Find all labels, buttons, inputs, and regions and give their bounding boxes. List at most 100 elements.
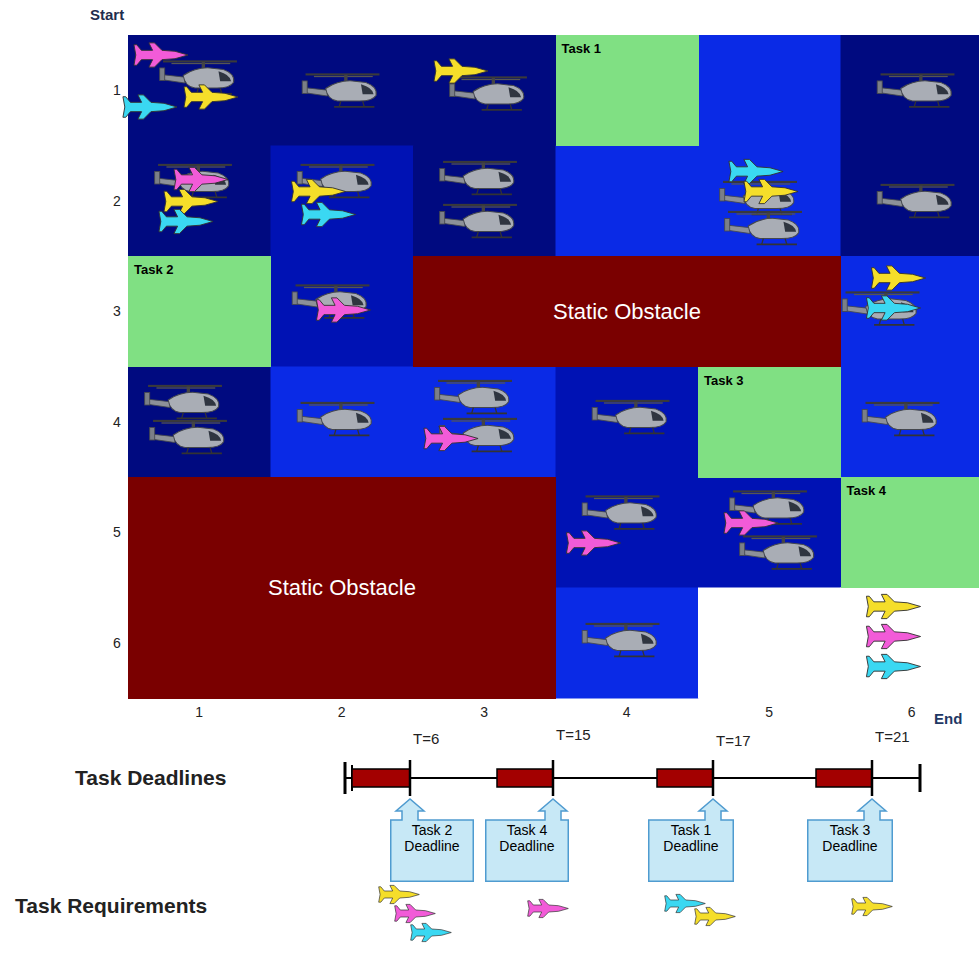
time-label: T=17 xyxy=(716,732,751,749)
task-cell: Task 2 xyxy=(128,256,271,367)
plane-icon xyxy=(866,654,920,678)
plane-icon xyxy=(379,885,420,903)
callout-shape xyxy=(649,799,734,881)
helicopter-icon xyxy=(862,402,939,436)
grid-cell xyxy=(271,146,414,257)
grid-cell xyxy=(698,477,841,588)
grid-cell xyxy=(413,367,556,478)
column-number: 6 xyxy=(908,704,916,720)
plane-icon xyxy=(744,179,798,203)
helicopter-icon xyxy=(877,184,954,218)
plane-icon xyxy=(301,202,355,226)
deadline-bar xyxy=(657,769,713,787)
obstacle-label: Static Obstacle xyxy=(553,299,701,324)
plane-icon xyxy=(866,296,920,320)
plane-icon xyxy=(159,209,213,233)
helicopter-icon xyxy=(440,204,517,238)
helicopter-icon xyxy=(720,181,797,215)
grid-cell xyxy=(413,146,556,257)
grid-cell xyxy=(841,146,979,257)
task-cell: Task 3 xyxy=(698,367,841,478)
task-label: Task 2 xyxy=(134,263,174,278)
plane-icon xyxy=(184,85,238,109)
callout-text: Task 4 Deadline xyxy=(489,822,565,854)
deadline-callout: Task 4 Deadline xyxy=(485,798,569,882)
plane-icon xyxy=(528,899,569,917)
helicopter-icon xyxy=(450,76,527,110)
plane-icon xyxy=(871,266,925,290)
helicopter-icon xyxy=(440,161,517,195)
helicopter-icon xyxy=(297,402,374,436)
column-number: 2 xyxy=(338,704,346,720)
plane-icon xyxy=(724,511,778,535)
plane-icon xyxy=(566,531,620,555)
callout-shape xyxy=(486,799,569,881)
column-number: 5 xyxy=(765,704,773,720)
grid-cell xyxy=(271,256,414,367)
helicopter-icon xyxy=(150,420,227,454)
grid-cell xyxy=(841,256,979,367)
row-number: 2 xyxy=(113,193,121,209)
helicopter-icon xyxy=(145,385,222,419)
grid-cell xyxy=(841,588,979,699)
callout-text: Task 2 Deadline xyxy=(394,822,470,854)
grid-cell xyxy=(128,35,271,146)
callout-text: Task 3 Deadline xyxy=(811,822,889,854)
task-cell: Task 4 xyxy=(841,477,979,588)
helicopter-icon xyxy=(740,535,817,569)
obstacle-label: Static Obstacle xyxy=(268,575,416,600)
deadline-callout: Task 3 Deadline xyxy=(807,798,893,882)
helicopter-icon xyxy=(725,211,802,245)
grid-cell xyxy=(698,35,841,146)
grid-cell xyxy=(556,146,699,257)
deadline-bar xyxy=(352,769,410,787)
plane-icon xyxy=(123,95,177,119)
grid-cell xyxy=(698,146,841,257)
deadline-tick xyxy=(712,760,715,796)
row-number: 1 xyxy=(113,82,121,98)
grid-cell xyxy=(841,367,979,478)
task-label: Task 1 xyxy=(562,42,602,57)
helicopter-icon xyxy=(877,73,954,107)
plane-icon xyxy=(695,907,736,925)
task-label: Task 3 xyxy=(704,374,744,389)
time-label: T=15 xyxy=(556,726,591,743)
grid-cell xyxy=(413,35,556,146)
deadline-bar xyxy=(497,769,553,787)
grid-cell xyxy=(271,35,414,146)
plane-icon xyxy=(665,894,706,912)
deadline-tick xyxy=(409,760,412,796)
start-label: Start xyxy=(90,6,124,23)
helicopter-icon xyxy=(160,60,237,94)
plane-icon xyxy=(134,43,188,67)
column-number: 3 xyxy=(480,704,488,720)
column-number: 1 xyxy=(195,704,203,720)
row-number: 4 xyxy=(113,414,121,430)
plane-icon xyxy=(424,426,478,450)
plane-icon xyxy=(174,167,228,191)
grid-cell xyxy=(556,367,699,478)
callout-shape xyxy=(391,799,474,881)
grid-cell xyxy=(128,367,271,478)
plane-icon xyxy=(411,923,452,941)
plane-icon xyxy=(395,904,436,922)
static-obstacle: Static Obstacle xyxy=(413,256,841,367)
column-number: 4 xyxy=(623,704,631,720)
row-number: 6 xyxy=(113,635,121,651)
plane-icon xyxy=(434,59,488,83)
time-label: T=21 xyxy=(875,728,910,745)
helicopter-icon xyxy=(302,73,379,107)
grid-cell xyxy=(128,146,271,257)
deadline-bar xyxy=(816,769,872,787)
grid-cell xyxy=(841,35,979,146)
deadline-callout: Task 2 Deadline xyxy=(390,798,474,882)
end-label: End xyxy=(934,710,962,727)
grid-cell xyxy=(556,477,699,588)
task-label: Task 4 xyxy=(847,484,887,499)
plane-icon xyxy=(866,594,920,618)
row-number: 5 xyxy=(113,524,121,540)
section-label: Task Requirements xyxy=(15,894,207,918)
timeline-end-tick xyxy=(344,762,347,794)
task-cell: Task 1 xyxy=(556,35,699,146)
